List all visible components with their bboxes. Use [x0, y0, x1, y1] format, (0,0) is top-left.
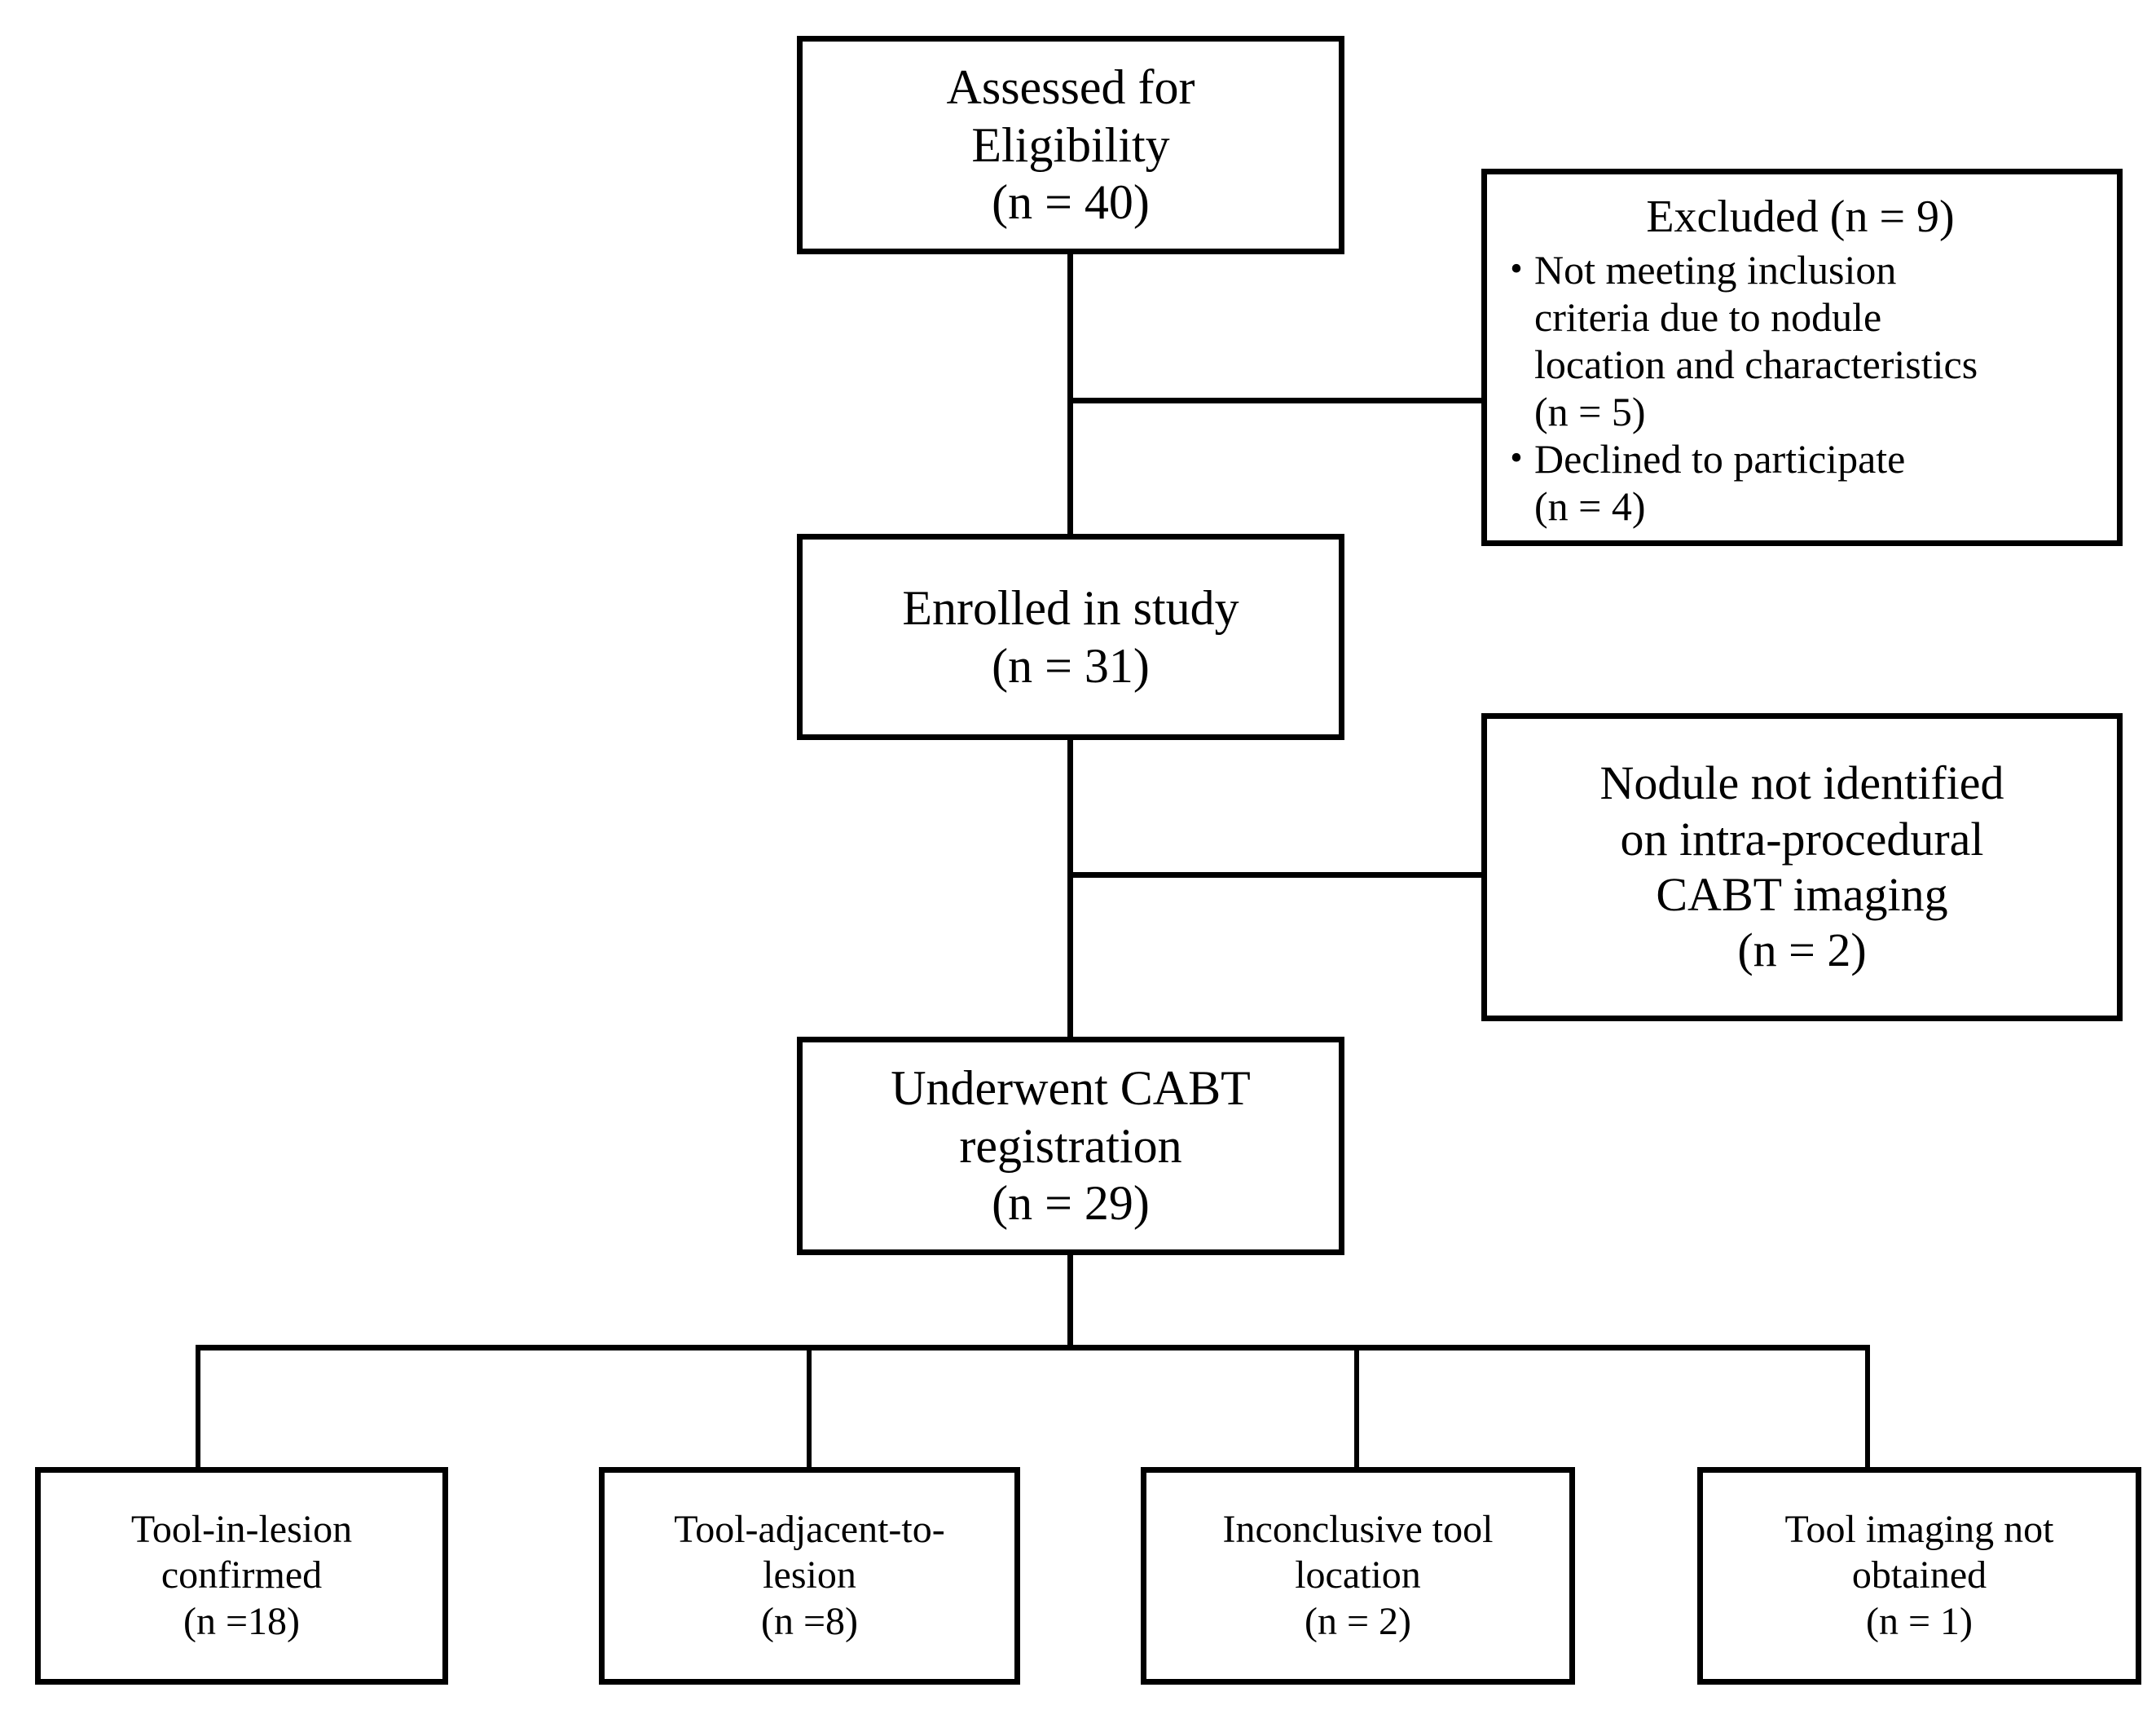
- node-enrolled-in-study: Enrolled in study (n = 31): [797, 534, 1344, 740]
- excluded-b1-line-2: criteria due to nodule: [1534, 293, 1882, 340]
- excluded-b1-line-1: Not meeting inclusion: [1534, 246, 1897, 293]
- assessed-line-3: (n = 40): [992, 175, 1150, 230]
- excluded-b1-line-4: (n = 5): [1534, 388, 1646, 434]
- incon-line-2: location: [1295, 1553, 1421, 1597]
- node-nodule-not-identified: Nodule not identified on intra-procedura…: [1481, 713, 2123, 1021]
- excluded-bullet-2-text: Declined to participate (n = 4): [1534, 435, 2102, 530]
- til-line-3: (n =18): [183, 1599, 301, 1643]
- excluded-title: Excluded (n = 9): [1646, 192, 1955, 242]
- node-tool-in-lesion-confirmed: Tool-in-lesion confirmed (n =18): [35, 1467, 448, 1685]
- tatl-line-1: Tool-adjacent-to-: [674, 1507, 945, 1551]
- assessed-line-1: Assessed for: [946, 59, 1195, 114]
- node-assessed-for-eligibility: Assessed for Eligibility (n = 40): [797, 36, 1344, 254]
- til-line-1: Tool-in-lesion: [130, 1507, 353, 1551]
- node-tool-imaging-not-obtained: Tool imaging not obtained (n = 1): [1697, 1467, 2141, 1685]
- connector-enrolled-to-underwent: [1067, 740, 1073, 1037]
- connector-drop-tool-in-lesion: [196, 1345, 200, 1467]
- connector-underwent-to-split: [1067, 1255, 1073, 1350]
- connector-assessed-to-enrolled: [1067, 254, 1073, 534]
- incon-line-3: (n = 2): [1304, 1599, 1412, 1643]
- connector-to-excluded: [1067, 398, 1487, 403]
- noimg-line-1: Tool imaging not: [1784, 1507, 2054, 1551]
- assessed-line-2: Eligibility: [971, 117, 1170, 172]
- excluded-bullet-1: • Not meeting inclusion criteria due to …: [1498, 246, 2102, 435]
- bullet-icon: •: [1510, 437, 1523, 478]
- underwent-line-3: (n = 29): [992, 1176, 1150, 1231]
- connector-to-nodule-not-identified: [1067, 872, 1487, 878]
- tatl-line-2: lesion: [763, 1553, 856, 1597]
- connector-outcome-distributor-bar: [196, 1345, 1870, 1350]
- node-tool-adjacent-to-lesion: Tool-adjacent-to- lesion (n =8): [599, 1467, 1020, 1685]
- incon-line-1: Inconclusive tool: [1222, 1507, 1494, 1551]
- nodule-line-2: on intra-procedural: [1620, 812, 1984, 866]
- nodule-line-4: (n = 2): [1737, 923, 1867, 977]
- connector-drop-tool-imaging-not-obtained: [1865, 1345, 1870, 1467]
- excluded-bullet-1-text: Not meeting inclusion criteria due to no…: [1534, 246, 2102, 435]
- noimg-line-2: obtained: [1851, 1553, 1987, 1597]
- bullet-icon: •: [1510, 248, 1523, 289]
- enrolled-line-2: (n = 31): [992, 638, 1150, 693]
- connector-drop-inconclusive-tool-location: [1354, 1345, 1359, 1467]
- underwent-line-1: Underwent CABT: [891, 1060, 1251, 1115]
- node-underwent-cabt-registration: Underwent CABT registration (n = 29): [797, 1037, 1344, 1255]
- connector-drop-tool-adjacent-to-lesion: [807, 1345, 812, 1467]
- underwent-line-2: registration: [959, 1118, 1182, 1173]
- tatl-line-3: (n =8): [760, 1599, 859, 1643]
- nodule-line-3: CABT imaging: [1656, 868, 1948, 921]
- til-line-2: confirmed: [161, 1553, 323, 1597]
- excluded-b2-line-1: Declined to participate: [1534, 435, 1906, 482]
- excluded-bullet-2: • Declined to participate (n = 4): [1498, 435, 2102, 530]
- enrolled-line-1: Enrolled in study: [902, 580, 1239, 635]
- node-inconclusive-tool-location: Inconclusive tool location (n = 2): [1141, 1467, 1575, 1685]
- excluded-b2-line-2: (n = 4): [1534, 482, 1646, 529]
- node-excluded: Excluded (n = 9) • Not meeting inclusion…: [1481, 169, 2123, 546]
- nodule-line-1: Nodule not identified: [1599, 756, 2004, 810]
- excluded-b1-line-3: location and characteristics: [1534, 341, 1978, 387]
- noimg-line-3: (n = 1): [1865, 1599, 1973, 1643]
